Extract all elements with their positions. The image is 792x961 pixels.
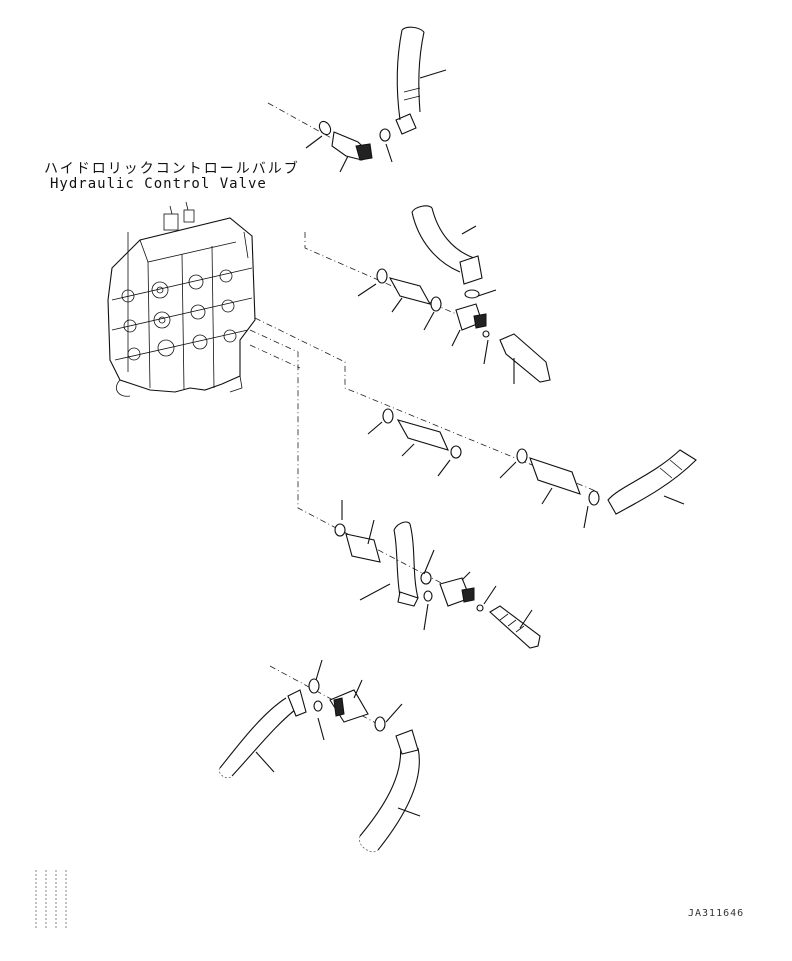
lower-middle-assembly xyxy=(334,500,541,649)
valve-label-english: Hydraulic Control Valve xyxy=(50,176,267,192)
top-elbow-assembly xyxy=(305,26,447,173)
drawing-number: JA311646 xyxy=(688,908,745,919)
valve-label-japanese: ハイドロリックコントロールバルブ xyxy=(44,161,300,177)
bottom-assembly xyxy=(218,659,421,853)
scan-artifacts xyxy=(35,870,67,930)
adapter-upper xyxy=(357,268,442,331)
upper-right-hose-tee xyxy=(411,205,551,384)
center-lines xyxy=(249,102,599,729)
hydraulic-control-valve xyxy=(107,201,256,397)
adapter-middle xyxy=(367,408,462,477)
adapter-right xyxy=(499,448,697,529)
